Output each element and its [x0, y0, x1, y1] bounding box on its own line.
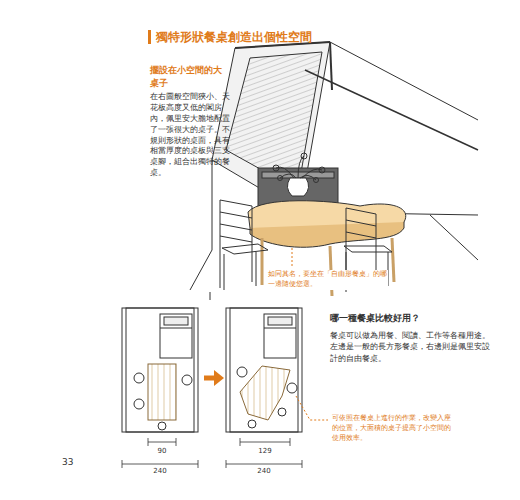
- page-title: 獨特形狀餐桌創造出個性空間: [156, 30, 312, 44]
- section-heading: 哪一種餐桌比較好用？: [330, 312, 495, 325]
- page-number: 33: [62, 456, 92, 469]
- title-bar: [148, 30, 151, 44]
- body-text: 餐桌可以做為用餐、閱讀、工作等各種用途。左邊是一般的長方形餐桌，右邊則是佩里安設…: [330, 330, 490, 364]
- arrow-head: [214, 370, 224, 386]
- leader-line: [296, 396, 328, 420]
- leader-line: [292, 248, 293, 268]
- free-form-plan: [226, 308, 302, 468]
- section-heading: 擺設在小空間的大桌子: [150, 64, 230, 89]
- dimension: 129: [250, 447, 280, 457]
- callout-note: 可依照在餐桌上進行的作業，改變入座的位置，大面積的桌子提高了小空間的使用效率。: [332, 414, 452, 443]
- body-text: 在右圖般空間狹小、天花板高度又低的閣房內，佩里安大膽地配置了一張很大的桌子。不規…: [150, 92, 230, 179]
- attic-illustration: [190, 42, 478, 300]
- dimension: 240: [145, 467, 175, 477]
- callout-note: 如同其名，要坐在「自由形餐桌」的哪一邊隨便您選。: [268, 270, 388, 290]
- dimension: 240: [249, 467, 279, 477]
- rectangular-plan: [122, 308, 198, 468]
- dimension: 90: [147, 447, 177, 457]
